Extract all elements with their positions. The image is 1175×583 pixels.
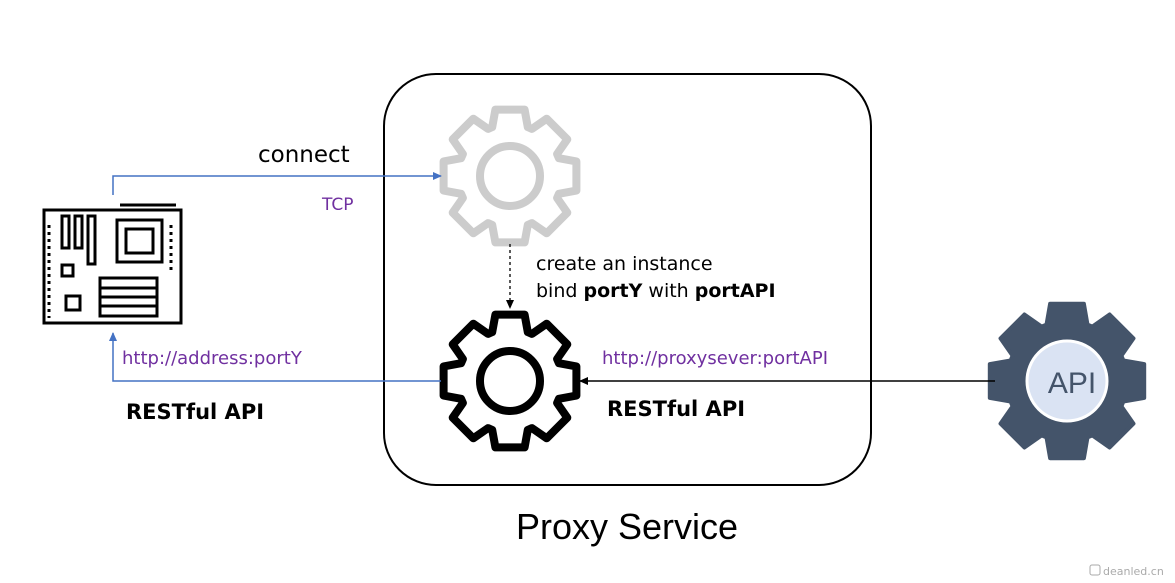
restful-api-left-label: RESTful API — [126, 400, 264, 424]
watermark: deanled.cn — [1089, 564, 1164, 578]
watermark-logo-icon — [1089, 564, 1101, 576]
gear-icon — [439, 105, 581, 247]
http-proxy-label: http://proxysever:portAPI — [602, 348, 828, 369]
api-gear-icon — [987, 301, 1147, 461]
bind-label: bind portY with portAPI — [536, 280, 776, 302]
tcp-label: TCP — [321, 195, 354, 215]
gear-outline — [439, 310, 581, 452]
restful-return-arrow — [109, 332, 441, 382]
gear-hub — [476, 142, 544, 210]
bind-prefix: bind — [536, 280, 583, 302]
api-gear-center — [1025, 339, 1109, 423]
gear-icon — [439, 310, 581, 452]
proxy-service-title: Proxy Service — [516, 506, 738, 547]
create-instance-label: create an instance — [536, 253, 713, 275]
api-badge-label: API — [1048, 367, 1096, 400]
circuit-board-icon — [42, 203, 183, 325]
gear-hub — [476, 347, 544, 415]
proxy-service-box — [383, 73, 872, 486]
http-address-label: http://address:portY — [122, 348, 303, 369]
bind-port-y: portY — [583, 280, 642, 302]
gear-outline — [439, 105, 581, 247]
bind-middle: with — [642, 280, 694, 302]
watermark-text: deanled.cn — [1103, 565, 1164, 578]
restful-api-center-label: RESTful API — [607, 397, 745, 421]
connect-arrow — [112, 172, 442, 195]
bind-port-api: portAPI — [695, 280, 776, 302]
connect-label: connect — [258, 142, 350, 168]
